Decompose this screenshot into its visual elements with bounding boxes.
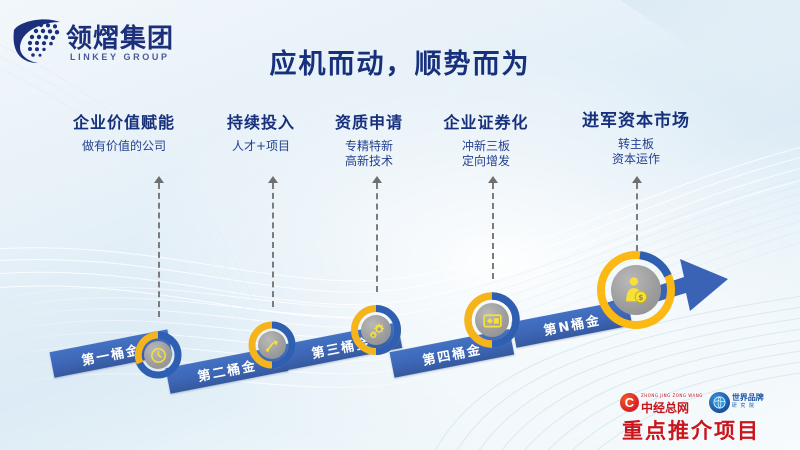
footer-tagline: 重点推介项目 [622,419,760,443]
step-heading: 进军资本市场 [582,111,690,131]
footer-logo1-name: ZHONG JING ZONG WANG 中经总网 [641,390,703,414]
clock-icon [150,347,166,363]
step-subtext-line1: 冲新三板 [461,139,511,153]
step-subtext-line2: 定向增发 [461,154,511,168]
step-subtext-line2: 资本运作 [611,152,660,166]
step-heading: 持续投入 [226,113,296,132]
step-text-1: 企业价值赋能 做有价值的公司 [73,113,175,154]
milestone-ring-2 [248,321,296,369]
step-subtext-line1: 专精特新 [344,139,394,153]
step-subtext: 转主板 资本运作 [582,137,690,167]
milestone-node-1[interactable] [134,331,182,379]
milestone-ring-4 [464,292,520,348]
step-heading: 企业价值赋能 [72,113,176,132]
milestone-icon-wrap-1 [144,341,172,369]
gears-icon [369,323,384,338]
wallet-icon [482,313,502,327]
connector-arrow-1 [154,176,164,183]
milestone-node-2[interactable] [248,321,296,369]
milestone-ring-5 [597,251,675,329]
milestone-icon-wrap-4 [475,303,509,337]
step-text-3: 资质申请 专精特新 高新技术 [335,113,403,169]
brand-name-cn: 领熠集团 [66,24,175,54]
connector-line-2 [272,183,274,307]
connector-arrow-3 [372,176,382,183]
step-heading: 资质申请 [334,113,404,132]
milestone-icon-wrap-3 [361,315,391,345]
step-subtext: 做有价值的公司 [81,139,167,153]
step-subtext-line1: 转主板 [617,137,654,151]
connector-line-5 [636,183,638,251]
step-subtext: 冲新三板 定向增发 [443,139,528,169]
connector-line-4 [492,183,494,279]
milestone-ring-3 [351,305,401,355]
step-text-5: 进军资本市场 转主板 资本运作 [582,111,690,167]
step-subtext: 专精特新 高新技术 [335,139,403,169]
c-mark-icon: C [620,392,639,412]
connector-arrow-2 [268,176,278,183]
milestone-icon-wrap-2 [258,331,286,359]
footer-logo2-title: 世界品牌 [731,393,764,402]
svg-text:$: $ [638,293,643,302]
page-title: 应机而动，顺势而为 [269,49,531,80]
footer-logo-worldbrand: 世界品牌 研 究 院 [708,391,764,413]
globe-swoosh-icon [13,19,60,63]
step-text-2: 持续投入 人才+项目 [227,113,295,154]
brand-name-en: LINKEY GROUP [70,52,170,62]
step-subtext-line2: 高新技术 [344,154,394,168]
footer-logo-zhongjing: C ZHONG JING ZONG WANG 中经总网 [620,390,703,414]
investor-money-icon: $ [626,277,648,304]
growth-arrow-icon [265,339,278,352]
step-text-4: 企业证券化 冲新三板 定向增发 [443,113,528,169]
footer-logo2-sub: 研 究 院 [731,403,755,409]
connector-arrow-5 [632,176,642,183]
footer-logo2-name: 世界品牌 研 究 院 [732,393,764,411]
footer-logos: C ZHONG JING ZONG WANG 中经总网 世界品牌 研 究 院 [620,390,764,414]
brand-logo: 领熠集团 LINKEY GROUP [10,12,173,74]
step-heading: 企业证券化 [443,113,529,132]
footer-logo1-title: 中经总网 [641,401,690,415]
milestone-icon-wrap-5: $ [611,265,661,315]
milestone-node-5[interactable]: $ [594,248,678,332]
step-subtext: 人才+项目 [231,139,291,153]
footer-logo1-sub: ZHONG JING ZONG WANG [641,393,703,398]
milestone-node-4[interactable] [463,291,521,349]
footer-endorsement: C ZHONG JING ZONG WANG 中经总网 世界品牌 研 究 院 [620,390,792,443]
connector-line-3 [376,183,378,292]
milestone-node-3[interactable] [350,304,402,356]
globe-glyph-icon [713,396,726,408]
globe-icon [708,391,730,413]
connector-arrow-4 [488,176,498,183]
milestone-ring-1 [134,331,182,379]
connector-line-1 [158,183,160,317]
